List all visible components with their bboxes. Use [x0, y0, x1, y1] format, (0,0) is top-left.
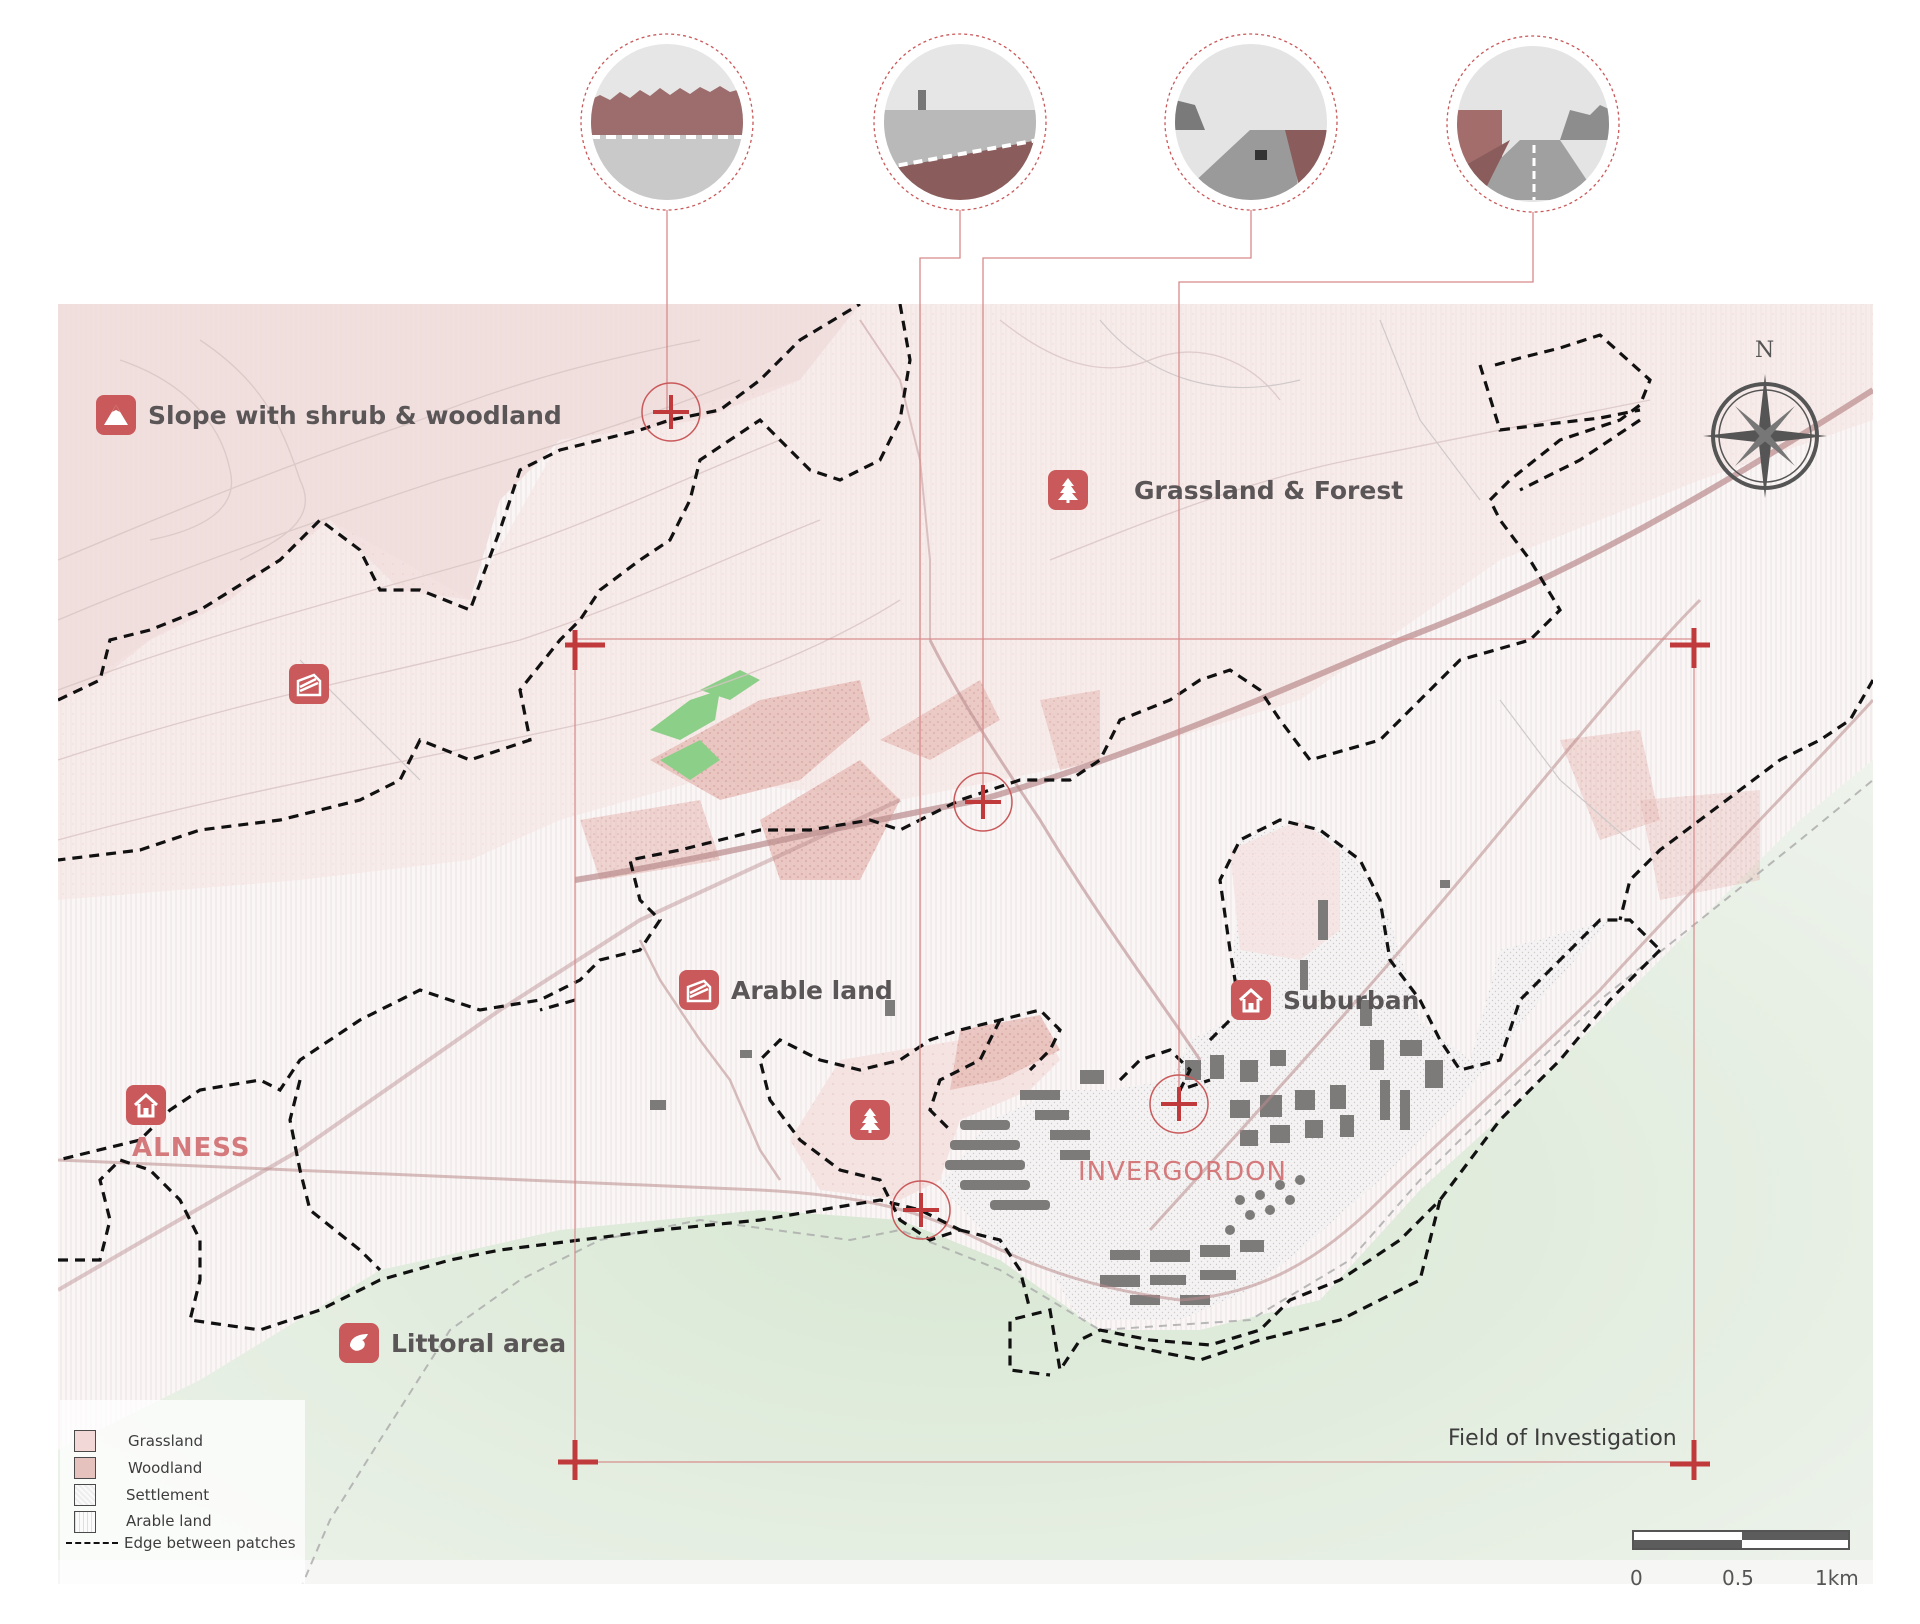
house-icon [126, 1085, 166, 1125]
zone-label-text: Littoral area [391, 1328, 567, 1358]
zone-label-text: Arable land [731, 975, 893, 1005]
tree-icon [850, 1100, 890, 1140]
legend-item-grassland [74, 1430, 96, 1452]
legend-item-woodland [74, 1457, 96, 1479]
arable-swatch [74, 1511, 96, 1533]
photo-4 [1446, 35, 1620, 213]
zone-label-littoral: Littoral area [339, 1323, 566, 1363]
compass-north-label: N [1755, 338, 1775, 363]
photo-leader-lines [666, 210, 1534, 1208]
tree-icon [1048, 470, 1088, 510]
scale-tick-half: 0.5 [1722, 1566, 1754, 1590]
town-label-alness: ALNESS [132, 1133, 251, 1163]
zone-label-text: Suburban [1283, 985, 1420, 1015]
map-legend: Grassland Woodland Settlement Arable lan… [60, 1400, 305, 1585]
grassland-swatch [74, 1430, 96, 1452]
legend-item-settlement [74, 1484, 96, 1506]
legend-label: Arable land [126, 1512, 212, 1530]
legend-label: Grassland [128, 1432, 203, 1450]
legend-item-edge [66, 1542, 118, 1544]
field-of-investigation-label: Field of Investigation [1448, 1426, 1677, 1451]
compass-rose-icon [1703, 374, 1827, 498]
legend-label: Woodland [128, 1459, 203, 1477]
viewpoint-marker-3 [1149, 1074, 1209, 1134]
photo-1 [580, 33, 754, 211]
viewpoint-marker-2 [953, 772, 1013, 832]
photo-3 [1164, 33, 1338, 211]
viewpoint-marker-4 [891, 1180, 951, 1240]
scale-tick-1km: 1km [1815, 1566, 1859, 1590]
frame-corner-markers [558, 628, 1710, 1480]
house-icon [1231, 980, 1271, 1020]
legend-item-arable [74, 1511, 96, 1533]
roads [58, 319, 1873, 1302]
scale-bar [1632, 1530, 1850, 1550]
field-of-investigation-frame [558, 628, 1710, 1480]
scale-tick-0: 0 [1630, 1566, 1643, 1590]
zone-label-text: Slope with shrub & woodland [148, 400, 562, 430]
town-label-invergordon: INVERGORDON [1078, 1157, 1288, 1187]
viewpoint-marker-1 [641, 382, 701, 442]
minor-roads [299, 319, 1641, 851]
shell-icon [339, 1323, 379, 1363]
dashed-line-swatch [66, 1542, 118, 1544]
legend-label: Edge between patches [124, 1534, 296, 1552]
viewpoint-markers [641, 382, 1209, 1240]
field-icon [289, 664, 329, 704]
zone-label-grassland-forest: Grassland & Forest [1048, 470, 1403, 510]
zone-label-suburban: Suburban [1231, 980, 1419, 1020]
zone-label-slope: Slope with shrub & woodland [96, 395, 562, 435]
woodland-swatch [74, 1457, 96, 1479]
patch-edges [58, 304, 1873, 1377]
mountain-icon [96, 395, 136, 435]
field-icon [679, 970, 719, 1010]
contour-lines [58, 319, 1651, 841]
legend-label: Settlement [126, 1486, 210, 1504]
map-base [58, 304, 1873, 1584]
settlement-swatch [74, 1484, 96, 1506]
zone-label-text: Grassland & Forest [1134, 475, 1404, 505]
zone-label-arable: Arable land [679, 970, 893, 1010]
photo-2 [873, 33, 1047, 211]
